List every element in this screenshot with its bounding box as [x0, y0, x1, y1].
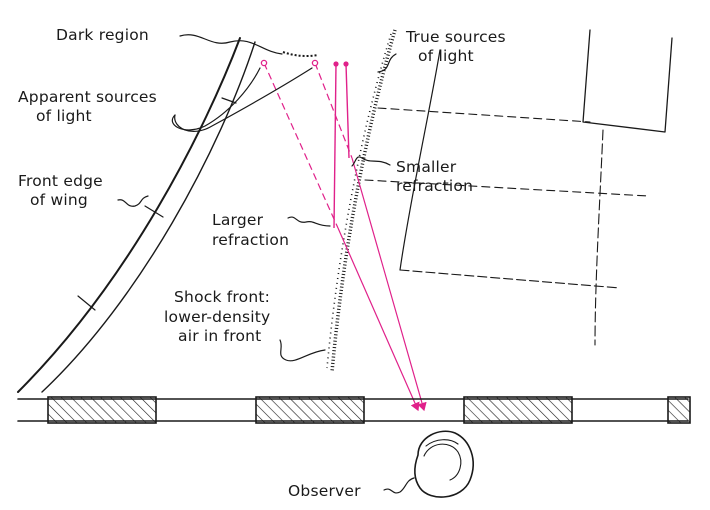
label-true-sources-line1: True sources: [405, 28, 506, 46]
light-rays: [260, 59, 427, 412]
apparent-source-left: [260, 59, 268, 67]
label-front-edge-line1: Front edge: [18, 172, 103, 190]
canopy-frame: [17, 396, 691, 424]
label-shock-front-line1: Shock front:: [174, 288, 270, 306]
label-true-sources-line2: of light: [418, 47, 474, 65]
observer-head: [414, 430, 474, 498]
label-dark-region: Dark region: [56, 26, 149, 44]
label-larger-refraction-line2: refraction: [212, 231, 289, 249]
wing-leading-edge: [17, 37, 256, 393]
label-larger-refraction-line1: Larger: [212, 211, 264, 229]
label-apparent-sources-line1: Apparent sources: [18, 88, 157, 106]
label-observer: Observer: [288, 482, 361, 500]
true-source-right: [343, 61, 349, 67]
label-shock-front-line2: lower-density: [164, 308, 270, 326]
label-smaller-refraction-line1: Smaller: [396, 158, 457, 176]
label-shock-front-line3: air in front: [178, 327, 261, 345]
label-smaller-refraction-line2: refraction: [396, 177, 473, 195]
true-source-left: [333, 61, 339, 67]
shock-front: [326, 29, 397, 373]
label-front-edge-line2: of wing: [30, 191, 88, 209]
apparent-source-right: [311, 59, 319, 67]
dark-region-mark: [282, 51, 319, 57]
label-apparent-sources-line2: of light: [36, 107, 92, 125]
leader-lines: [117, 34, 415, 494]
wing-panel-lines: [364, 29, 673, 346]
